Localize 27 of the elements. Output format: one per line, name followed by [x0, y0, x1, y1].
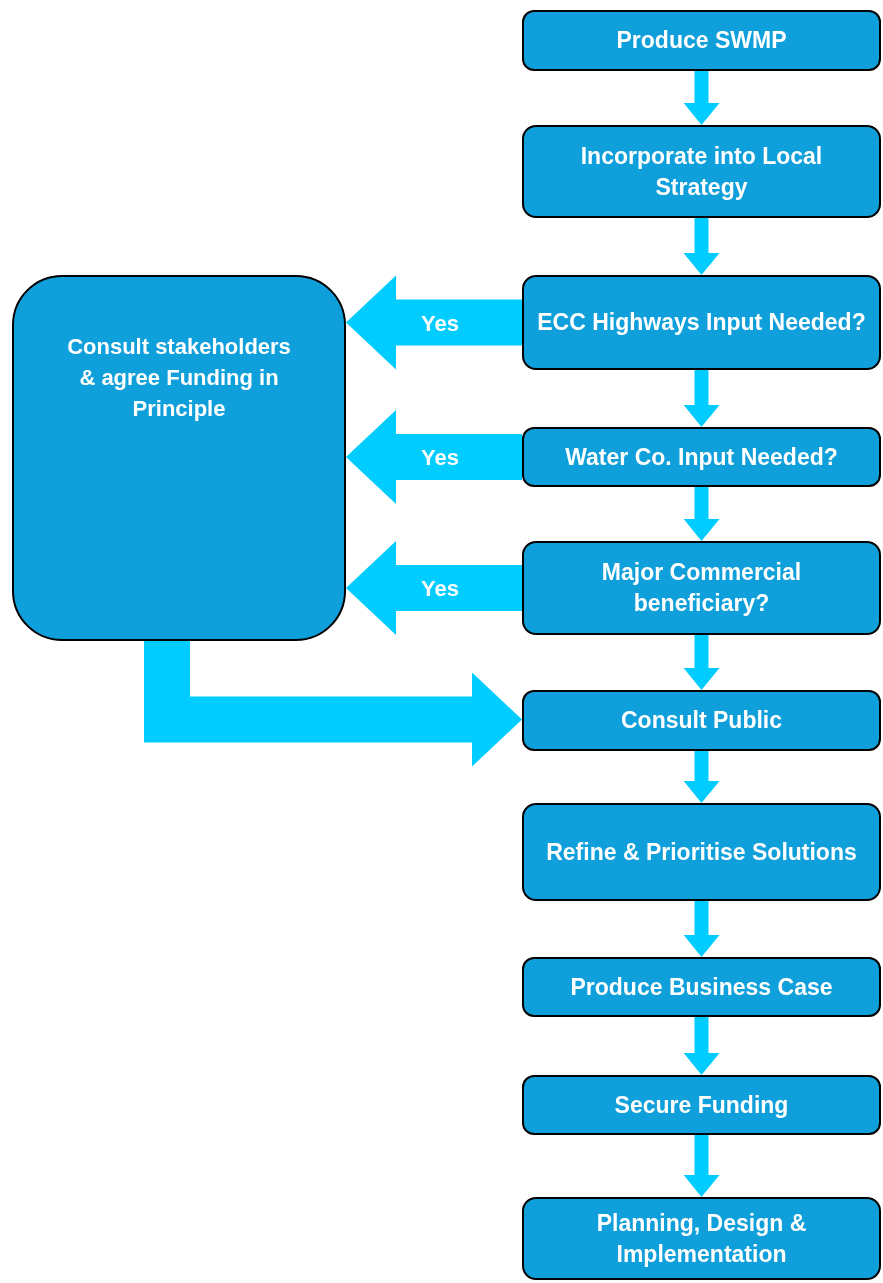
process-box: Water Co. Input Needed? [522, 427, 881, 487]
arrow [683, 218, 720, 275]
arrow [346, 275, 522, 370]
edge-label: Yes [421, 309, 459, 337]
process-box: Refine & Prioritise Solutions [522, 803, 881, 901]
arrow [683, 751, 720, 803]
arrow [683, 635, 720, 690]
arrow [683, 487, 720, 541]
arrow [683, 901, 720, 957]
process-box: Consult stakeholders & agree Funding in Principle [12, 275, 346, 641]
edge-label: Yes [421, 574, 459, 603]
arrow [683, 370, 720, 427]
process-box: Incorporate into Local Strategy [522, 125, 881, 218]
arrow [346, 410, 522, 504]
arrow [144, 641, 522, 767]
process-box: ECC Highways Input Needed? [522, 275, 881, 370]
process-box: Produce Business Case [522, 957, 881, 1017]
arrow [683, 71, 720, 125]
arrow [683, 1017, 720, 1075]
process-box: Secure Funding [522, 1075, 881, 1135]
process-box: Consult Public [522, 690, 881, 751]
process-box: Produce SWMP [522, 10, 881, 71]
process-box: Major Commercial beneficiary? [522, 541, 881, 635]
process-box: Planning, Design & Implementation [522, 1197, 881, 1280]
arrow [346, 541, 522, 635]
arrow [683, 1135, 720, 1197]
edge-label: Yes [421, 443, 459, 472]
